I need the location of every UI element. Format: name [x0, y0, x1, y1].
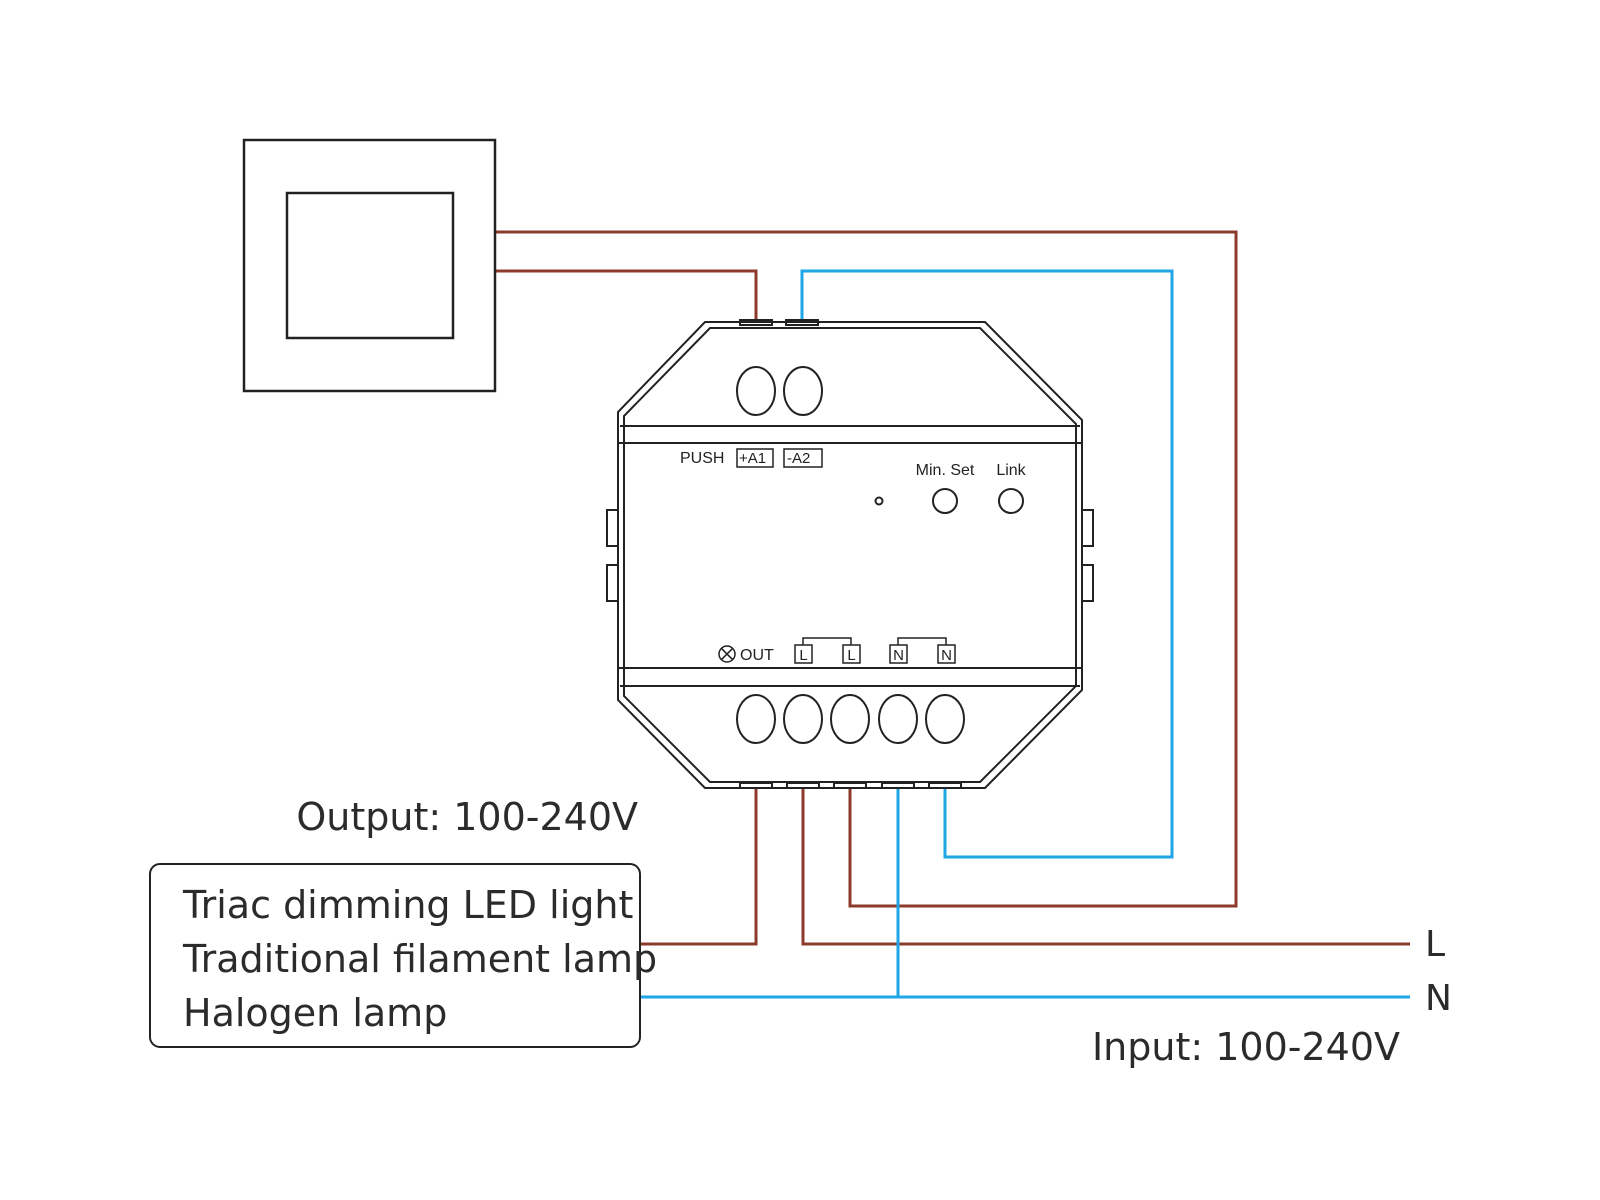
right-clip-top: [1081, 509, 1094, 547]
terminal-label-l1: L: [799, 647, 807, 664]
out-label: OUT: [740, 647, 774, 664]
screw-a2: [783, 366, 823, 416]
load-line-1: Triac dimming LED light: [182, 883, 633, 927]
output-voltage-label: Output: 100-240V: [296, 795, 638, 839]
input-voltage-label: Input: 100-240V: [1092, 1025, 1400, 1069]
screw-n2: [925, 694, 965, 744]
live-input-wire: [801, 788, 1410, 946]
terminal-label-n1: N: [893, 647, 904, 664]
top-slot-a2: [785, 319, 819, 326]
right-clip-bottom: [1081, 564, 1094, 602]
n-bridge: [897, 637, 947, 645]
screw-l1: [783, 694, 823, 744]
bottom-slot-l2: [833, 782, 867, 789]
device-body-inner: [623, 327, 1077, 783]
a1-label: +A1: [739, 450, 766, 467]
left-clip-bottom: [606, 564, 619, 602]
link-button[interactable]: [998, 488, 1024, 514]
a2-label-box: [783, 448, 823, 468]
screw-a1: [736, 366, 776, 416]
neutral-line-label: N: [1425, 978, 1452, 1019]
link-label: Link: [996, 462, 1026, 479]
switch-to-live-wire: [495, 230, 1238, 908]
screw-n1: [878, 694, 918, 744]
neutral-input-wire: [640, 788, 1410, 999]
push-label: PUSH: [680, 450, 724, 467]
status-led: [874, 496, 884, 506]
screw-l2: [830, 694, 870, 744]
bottom-slot-n1: [881, 782, 915, 789]
screw-out: [736, 694, 776, 744]
switch-rocker: [285, 191, 455, 340]
wires: [495, 230, 1410, 999]
bottom-slot-n2: [928, 782, 962, 789]
lamp-symbol-icon: [718, 645, 736, 663]
load-box: [149, 863, 641, 1048]
load-line-2: Traditional filament lamp: [182, 937, 657, 981]
wall-push-switch-icon: [242, 138, 497, 393]
min-set-button[interactable]: [932, 488, 958, 514]
bottom-slot-l1: [786, 782, 820, 789]
terminal-label-l2: L: [847, 647, 855, 664]
bottom-slot-out: [739, 782, 773, 789]
a1-label-box: [736, 448, 774, 468]
dimmer-device: [606, 319, 1094, 789]
left-clip-top: [606, 509, 619, 547]
terminal-label-n2: N: [941, 647, 952, 664]
device-body-outline: [617, 321, 1083, 789]
load-line-3: Halogen lamp: [183, 991, 447, 1035]
top-slot-a1: [739, 319, 773, 326]
live-line-label: L: [1425, 924, 1445, 965]
switch-frame: [242, 138, 497, 393]
min-set-label: Min. Set: [916, 462, 975, 479]
switch-to-a1-wire: [495, 269, 758, 322]
l-bridge: [802, 637, 852, 645]
a2-to-neutral-wire: [800, 269, 1174, 859]
output-to-load-wire: [640, 788, 758, 946]
a2-label: -A2: [787, 450, 810, 467]
